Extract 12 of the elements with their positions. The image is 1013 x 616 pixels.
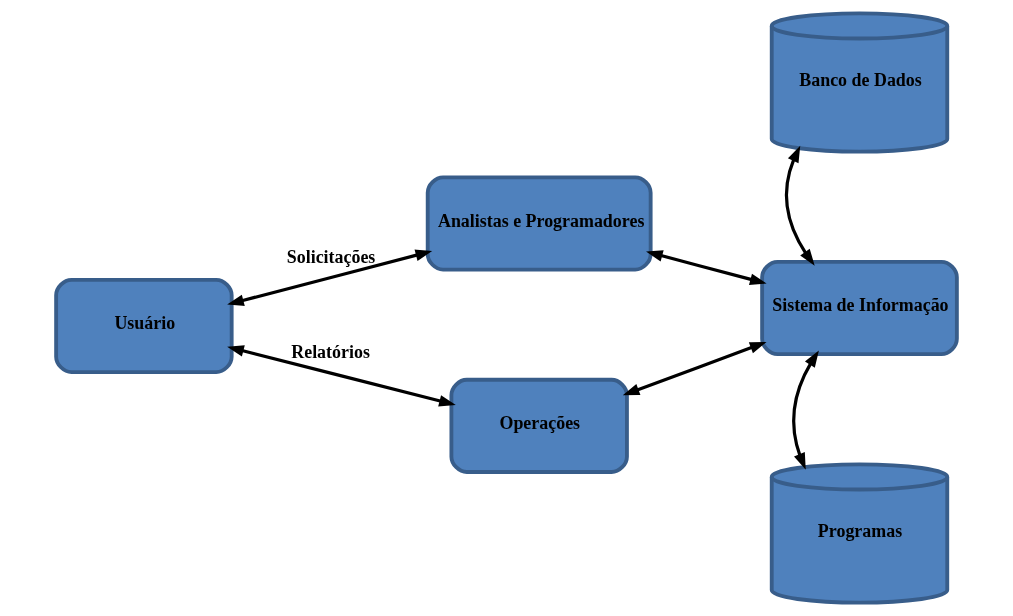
node-box: Operações (449, 377, 629, 474)
node-box: Analistas e Programadores (425, 175, 653, 272)
arrow (622, 342, 767, 396)
arrow (784, 145, 815, 266)
edge-label: Solicitações (286, 247, 376, 268)
edge-label: Relatórios (291, 342, 370, 363)
arrow (792, 350, 819, 470)
node-box: Sistema de Informação (760, 259, 959, 357)
arrow (646, 250, 767, 285)
node-box: Usuário (54, 277, 234, 374)
arrow (227, 249, 433, 306)
arrow (227, 345, 456, 407)
